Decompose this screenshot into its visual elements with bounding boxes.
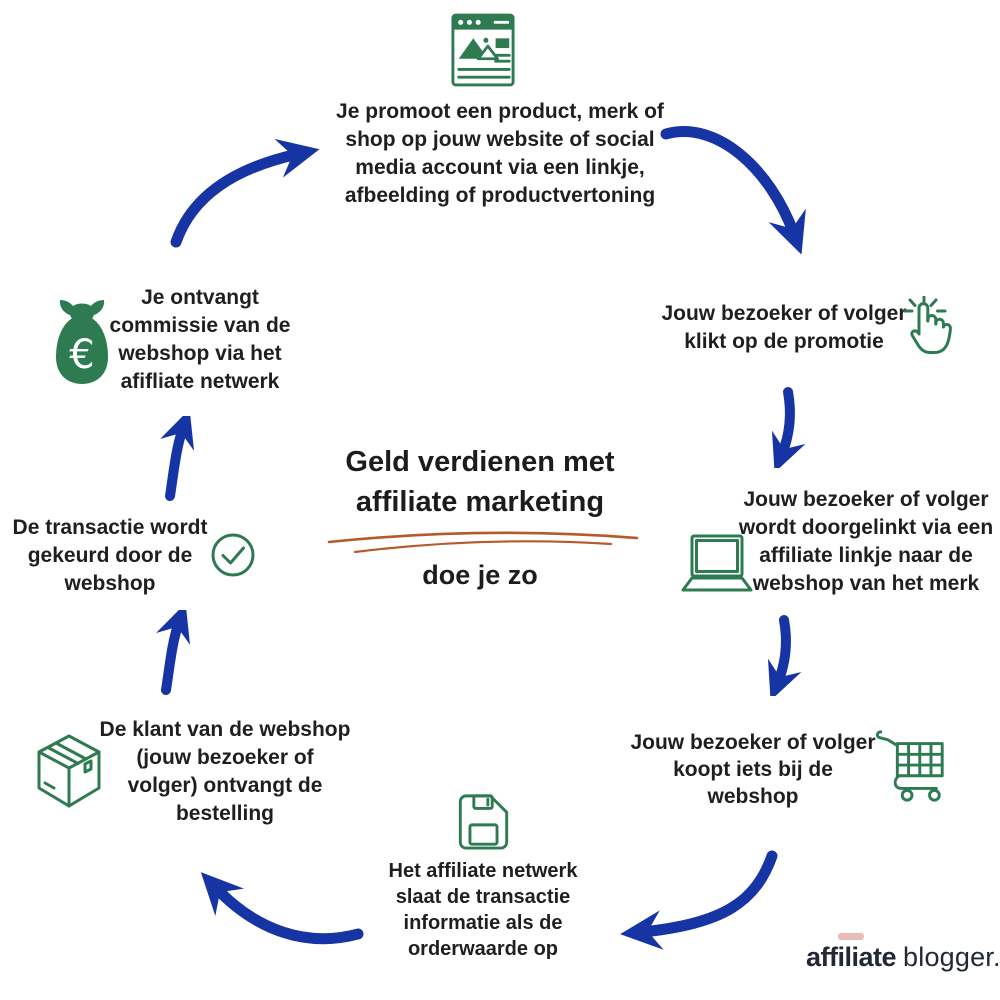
diagram-subtitle: doe je zo	[422, 560, 538, 590]
step-approve-text: De transactie wordt gekeurd door de webs…	[12, 516, 208, 595]
arrow-approve-to-commission	[160, 416, 195, 501]
step-deliver-text: De klant van de webshop (jouw bezoeker o…	[99, 718, 351, 825]
arrow-save-to-deliver	[200, 872, 364, 945]
cart-icon	[872, 726, 950, 806]
step-click-text: Jouw bezoeker of volger klikt op de prom…	[661, 302, 907, 353]
package-icon	[33, 732, 105, 810]
website-icon	[450, 12, 516, 88]
arrow-click-to-redirect	[771, 387, 806, 468]
step-promote-text: Je promoot een product, merk of shop op …	[336, 100, 664, 207]
arrow-redirect-to-purchase	[767, 615, 802, 696]
step-purchase-text: Jouw bezoeker of volger koopt iets bij d…	[630, 731, 876, 808]
logo-red-accent	[838, 933, 864, 940]
laptop-icon	[678, 532, 756, 598]
logo-text-light: blogger.	[903, 942, 1000, 972]
step-commission-text: Je ontvangt commissie van de webshop via…	[109, 286, 291, 393]
step-save-text: Het affiliate netwerk slaat de transacti…	[388, 860, 578, 960]
check-circle-icon	[209, 531, 257, 579]
arrow-commission-to-promote	[170, 138, 320, 248]
arrow-promote-to-click	[660, 126, 806, 255]
arrow-purchase-to-save	[620, 850, 778, 950]
title-underline-swash	[327, 531, 639, 554]
affiliate-blogger-logo: affiliate blogger.	[806, 942, 1000, 973]
floppy-icon	[456, 792, 511, 850]
diagram-title: Geld verdienen met affiliate marketing	[345, 446, 615, 518]
moneybag-icon: €	[48, 296, 116, 388]
click-icon	[902, 296, 954, 360]
euro-symbol: €	[69, 332, 94, 378]
logo-text-bold: affiliate	[806, 942, 897, 972]
step-redirect-text: Jouw bezoeker of volger wordt doorgelink…	[738, 488, 994, 595]
arrow-deliver-to-approve	[156, 610, 191, 695]
